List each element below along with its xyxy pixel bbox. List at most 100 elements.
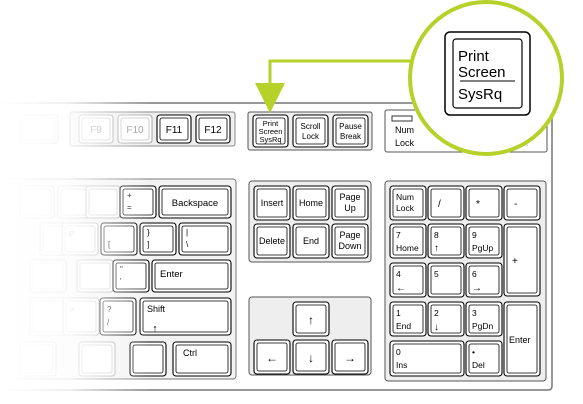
light-caps-line1: Caps [452,125,474,135]
key-semicolon[interactable] [76,259,114,293]
numpad-6-key-label-0: 6 [472,269,477,279]
numpad-8-key[interactable]: 8↑ [427,223,465,259]
numpad-dot-key[interactable]: •Del [465,340,503,377]
numpad-3-key-label-0: 3 [472,308,477,318]
key-period-label-0: > [70,305,75,314]
numpad-minus-key-label-0: - [514,199,517,210]
page-up-key-label-1: Up [344,203,356,213]
arrow-right-key[interactable]: → [331,339,369,375]
key-bracket-left[interactable]: [ [100,222,138,256]
key-question[interactable]: ?/ [99,297,137,336]
numpad-star-key[interactable]: * [465,185,503,221]
numpad-enter-key[interactable]: Enter [503,301,541,377]
numpad-2-key-label-0: 2 [434,308,439,318]
arrow-left-key[interactable]: ← [253,339,291,375]
menu-key[interactable] [129,341,167,377]
fkey-f11[interactable]: F11 [156,114,192,144]
backspace-key-label-0: Backspace [172,198,218,209]
fkey-faded[interactable] [19,114,59,144]
numpad-star-key-label-0: * [476,199,480,210]
enter-main-key[interactable]: Enter [151,259,232,293]
ctrl-right-key-label-0: Ctrl [183,348,197,358]
numpad-6-key[interactable]: 6→ [465,262,503,298]
fkey-f12-label-0: F12 [204,125,222,136]
numpad-plus-key[interactable]: + [503,223,541,297]
pause-break-key-label-1: Break [340,132,362,141]
numpad-8-key-label-1: ↑ [434,243,439,254]
key-period[interactable]: > [62,297,100,336]
numpad-4-key-label-1: ← [396,283,406,294]
numpad-minus-key[interactable]: - [503,185,541,221]
key-quote[interactable]: "' [112,259,150,293]
light-num-line2: Lock [395,138,415,148]
fkey-f10-label-0: F10 [126,125,144,136]
home-key[interactable]: Home [292,185,330,221]
fkey-f10[interactable]: F10 [117,114,153,144]
numpad-7-key-label-1: Home [396,243,419,253]
page-down-key-label-0: Page [339,230,360,240]
key-backslash-label-0: | [186,228,188,237]
end-key[interactable]: End [292,223,330,259]
print-screen-key-label-1: Screen [259,127,283,136]
backspace-key[interactable]: Backspace [158,185,232,219]
numpad-2-key[interactable]: 2↓ [427,301,465,337]
key-p[interactable]: P [61,222,99,256]
numpad-0-key-label-1: Ins [396,360,407,370]
arrow-left-key-label-0: ← [266,351,278,365]
numpad-1-key-label-1: End [396,321,411,331]
numpad-plus-key-label-0: + [512,256,518,267]
key-faded-r1a[interactable] [19,185,55,219]
numpad-4-key[interactable]: 4← [389,262,427,298]
pause-break-key-label-0: Pause [339,122,362,131]
key-plus-equal-label-0: + [127,191,132,200]
key-minus[interactable] [85,185,121,219]
key-quote-label-0: " [120,265,123,274]
delete-key[interactable]: Delete [253,223,291,259]
key-question-label-0: ? [107,305,112,314]
insert-key-label-0: Insert [261,198,284,208]
numpad-slash-key[interactable]: / [427,185,465,221]
numpad-enter-key-label-0: Enter [509,335,531,345]
key-plus-equal[interactable]: += [119,185,157,219]
fkey-f9[interactable]: F9 [78,114,114,144]
numpad-7-key-label-0: 7 [396,230,401,240]
insert-key[interactable]: Insert [253,185,291,221]
page-down-key-label-1: Down [338,241,361,251]
key-comma[interactable] [29,297,67,336]
delete-key-label-0: Delete [259,236,285,246]
arrow-down-key[interactable]: ↓ [292,339,330,375]
key-l[interactable] [29,259,67,293]
light-caps-line2: Lock [452,138,472,148]
numpad-9-key-label-0: 9 [472,230,477,240]
key-backslash[interactable]: |\ [178,222,232,256]
windows-key[interactable] [78,341,116,377]
callout-connector [255,59,418,113]
arrow-right-key-label-0: → [344,351,356,365]
key-faded-r5[interactable] [19,341,57,377]
numpad-8-key-label-0: 8 [434,230,439,240]
arrow-up-key[interactable]: ↑ [292,301,330,337]
ctrl-right-key[interactable]: Ctrl [172,341,232,377]
numpad-5-key[interactable]: 5 [427,262,465,298]
fkey-f12[interactable]: F12 [195,114,231,144]
scroll-lock-key-label-1: Lock [302,132,320,141]
numpad-dot-key-label-1: Del [472,360,485,370]
home-key-label-0: Home [299,198,323,208]
numpad-0-key-label-0: 0 [396,347,401,357]
key-bracket-right[interactable]: }] [139,222,177,256]
page-up-key-label-0: Page [339,192,360,202]
end-key-label-0: End [303,236,319,246]
key-bracket-right-label-1: ] [147,240,149,249]
